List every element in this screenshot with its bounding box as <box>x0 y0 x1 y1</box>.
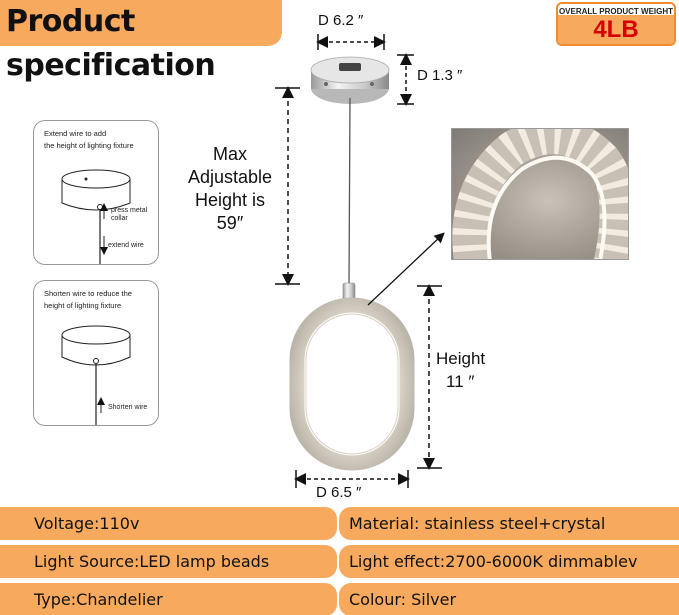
canopy-diameter-label: D 6.2 ″ <box>318 12 364 29</box>
fixture-body <box>289 282 415 471</box>
body-diameter-label: D 6.5 ″ <box>316 484 362 501</box>
press-collar-note-line2: collar <box>111 215 128 222</box>
shorten-canopy-diagram <box>61 325 131 425</box>
max-height-line4: 59″ <box>216 213 244 233</box>
suspension-wire <box>348 97 351 286</box>
shorten-wire-line1: Shorten wire to reduce the <box>44 289 132 298</box>
weight-label: OVERALL PRODUCT WEIGHT <box>558 7 674 16</box>
extend-wire-inset: Extend wire to add the height of lightin… <box>33 120 159 265</box>
press-collar-note-line1: press metal <box>111 207 148 214</box>
max-height-line3: Height is <box>194 190 266 210</box>
spec-light-source: Light Source:LED lamp beads <box>0 545 337 578</box>
height-label: Height 11 ″ <box>436 347 485 393</box>
spec-colour: Colour: Silver <box>339 583 679 615</box>
extend-wire-note: extend wire <box>108 242 144 249</box>
extend-wire-caption: Extend wire to add the height of lightin… <box>44 128 156 152</box>
shorten-wire-line2: height of lighting fixture <box>44 301 122 310</box>
crystal-closeup-drawing <box>452 129 628 259</box>
closeup-pointer-arrow <box>367 232 445 306</box>
max-height-line1: Max <box>212 144 247 164</box>
shorten-wire-caption: Shorten wire to reduce the height of lig… <box>44 288 156 312</box>
max-height-line2: Adjustable <box>187 167 273 187</box>
extend-wire-line1: Extend wire to add <box>44 129 107 138</box>
weight-badge: OVERALL PRODUCT WEIGHT 4LB <box>556 2 676 46</box>
height-value: 11 ″ <box>446 372 475 391</box>
press-collar-note: press metal collar <box>111 207 147 223</box>
canopy-height-label: D 1.3 ″ <box>417 67 463 84</box>
page-title: Product specification <box>0 0 282 83</box>
weight-value: 4LB <box>558 15 674 44</box>
canopy <box>310 56 390 104</box>
extend-wire-line2: the height of lighting fixture <box>44 141 134 150</box>
spec-light-effect: Light effect:2700-6000K dimmablev <box>339 545 679 578</box>
spec-voltage: Voltage:110v <box>0 507 337 540</box>
canopy-width-dimension <box>316 34 386 50</box>
shorten-wire-note: Shorten wire <box>108 404 148 411</box>
spec-table: Voltage:110v Material: stainless steel+c… <box>0 507 679 615</box>
extend-canopy-diagram <box>61 169 131 264</box>
spec-type: Type:Chandelier <box>0 583 337 615</box>
spec-material: Material: stainless steel+crystal <box>339 507 679 540</box>
max-height-label: Max Adjustable Height is 59″ <box>180 143 280 235</box>
height-label-text: Height <box>436 349 486 368</box>
crystal-closeup-photo <box>451 128 629 260</box>
shorten-wire-inset: Shorten wire to reduce the height of lig… <box>33 280 159 426</box>
canopy-height-dimension <box>397 53 414 106</box>
